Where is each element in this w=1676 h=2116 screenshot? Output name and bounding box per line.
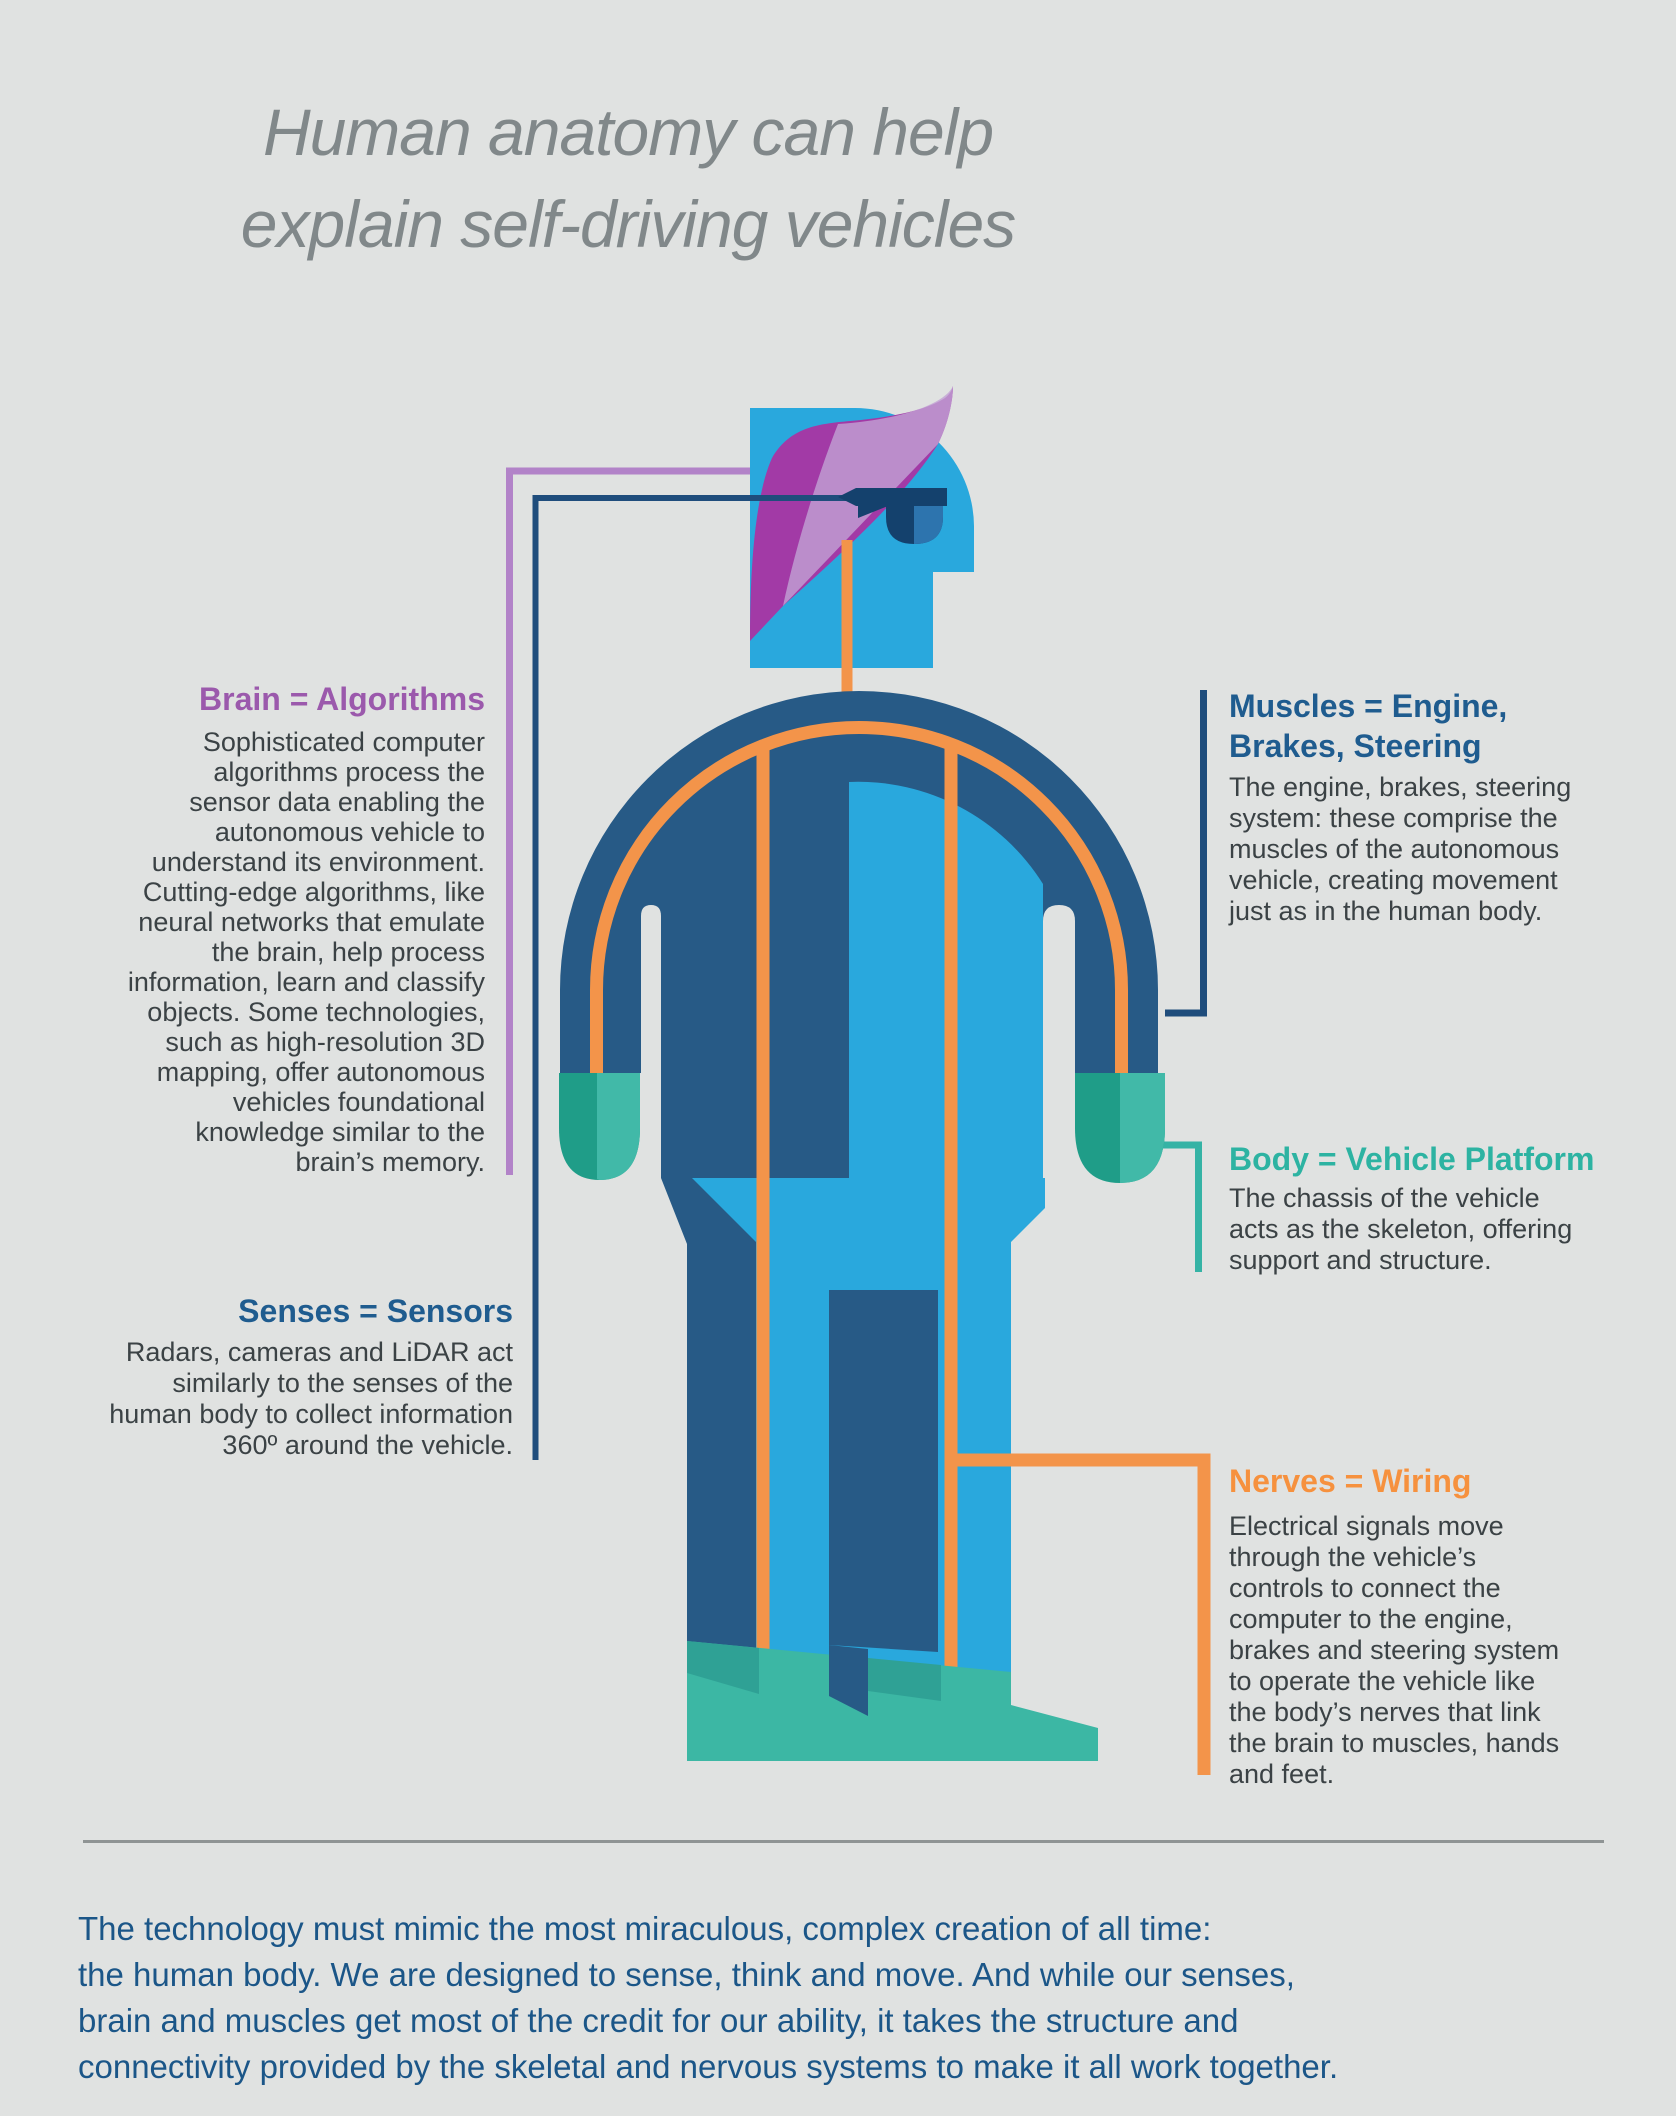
feet-shape — [687, 1641, 1098, 1761]
brain-connector-line — [506, 467, 752, 1175]
body-section-heading: Body = Vehicle Platform — [1229, 1141, 1595, 1177]
senses-section-heading: Senses = Sensors — [238, 1293, 513, 1329]
body-section-body: The chassis of the vehicle acts as the s… — [1229, 1183, 1573, 1275]
brain-section-heading: Brain = Algorithms — [199, 681, 485, 717]
muscles-section-body: The engine, brakes, steering system: the… — [1229, 772, 1572, 926]
right-hand-shape — [1075, 1073, 1165, 1183]
muscles-section-heading: Muscles = Engine, Brakes, Steering — [1229, 688, 1508, 764]
body-connector-line — [1148, 1141, 1202, 1272]
footer-paragraph: The technology must mimic the most mirac… — [78, 1910, 1339, 2085]
muscles-connector-line — [1165, 690, 1207, 1017]
nerves-section-body: Electrical signals move through the vehi… — [1229, 1511, 1560, 1789]
senses-section-body: Radars, cameras and LiDAR act similarly … — [109, 1337, 513, 1460]
footer-divider — [83, 1840, 1604, 1843]
nerves-connector-line — [951, 1453, 1211, 1775]
right-armpit-gap — [1043, 905, 1075, 1073]
nerves-section-heading: Nerves = Wiring — [1229, 1463, 1472, 1499]
page-title: Human anatomy can help explain self-driv… — [240, 95, 1016, 261]
brain-section-body: Sophisticated computer algorithms proces… — [127, 727, 485, 1177]
nerve-lines — [590, 721, 1128, 1668]
left-armpit-gap — [641, 905, 661, 1073]
back-leg-shape — [829, 1290, 938, 1652]
front-leg-shape — [661, 1178, 756, 1690]
left-hand-shape — [559, 1073, 640, 1180]
senses-connector-line — [532, 495, 872, 1460]
smart-glasses-icon — [838, 488, 947, 544]
